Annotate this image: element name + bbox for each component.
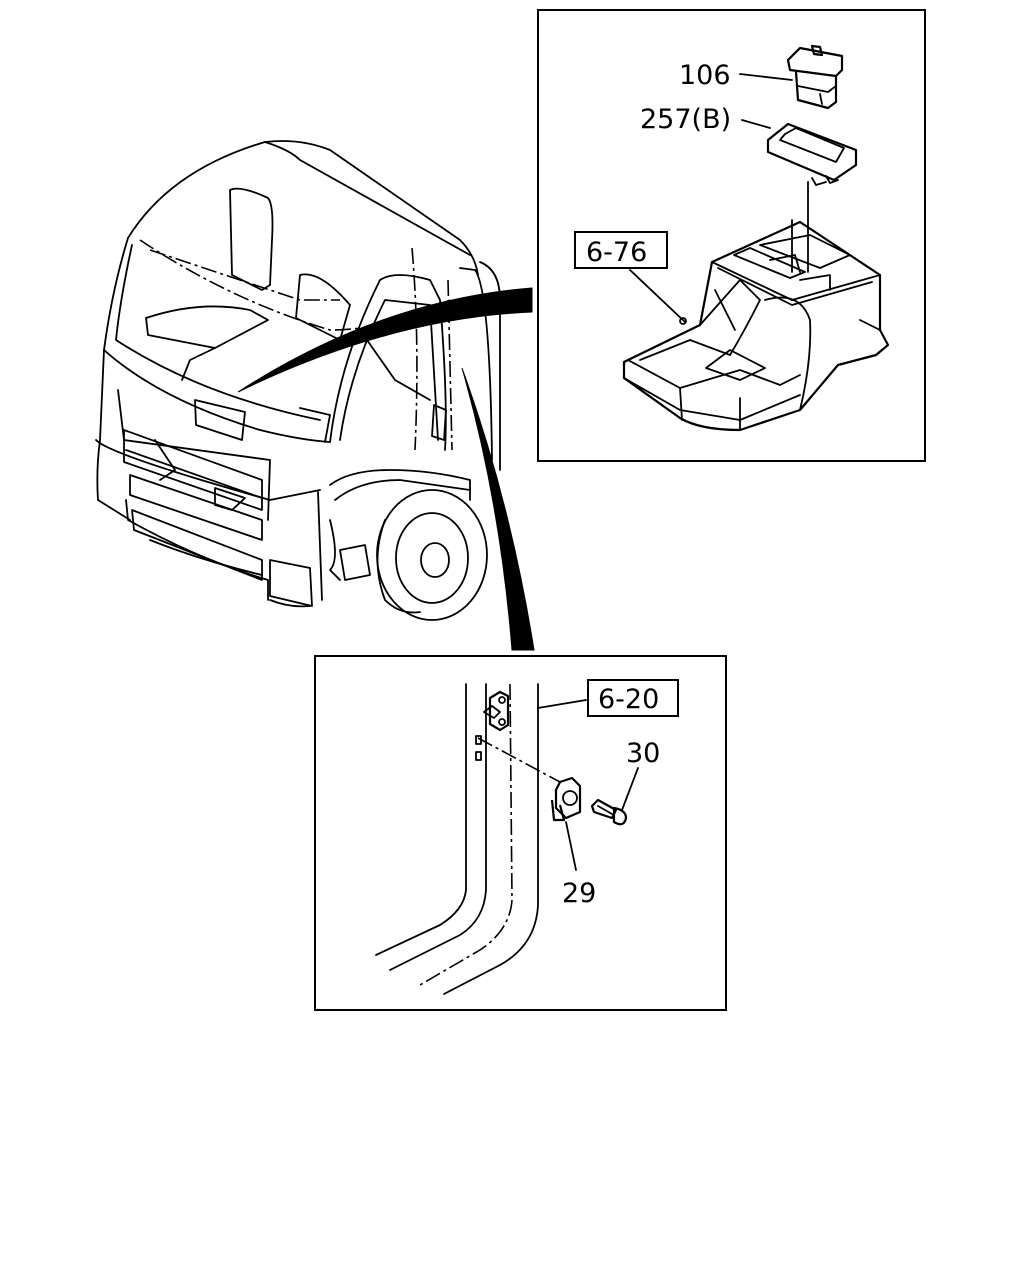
leader-wedge-console: [237, 287, 533, 393]
truck-cab-illustration: [95, 140, 501, 621]
bezel-part-257b: [766, 122, 858, 186]
switch-part-106: [786, 44, 844, 110]
striker-part-29: [550, 776, 582, 822]
callout-257b: 257(B): [640, 104, 731, 135]
door-frame: [375, 683, 539, 995]
bolt-part-30: [590, 798, 628, 826]
console-assembly: [622, 220, 890, 432]
reference-6-76: 6-76: [586, 237, 647, 268]
callout-106: 106: [679, 60, 731, 91]
callout-30: 30: [626, 738, 660, 769]
leader-wedge-door: [461, 367, 535, 651]
reference-box-6-20: [587, 679, 679, 717]
callout-29: 29: [562, 878, 596, 909]
reference-6-20: 6-20: [598, 684, 659, 715]
reference-box-6-76: [574, 231, 668, 269]
